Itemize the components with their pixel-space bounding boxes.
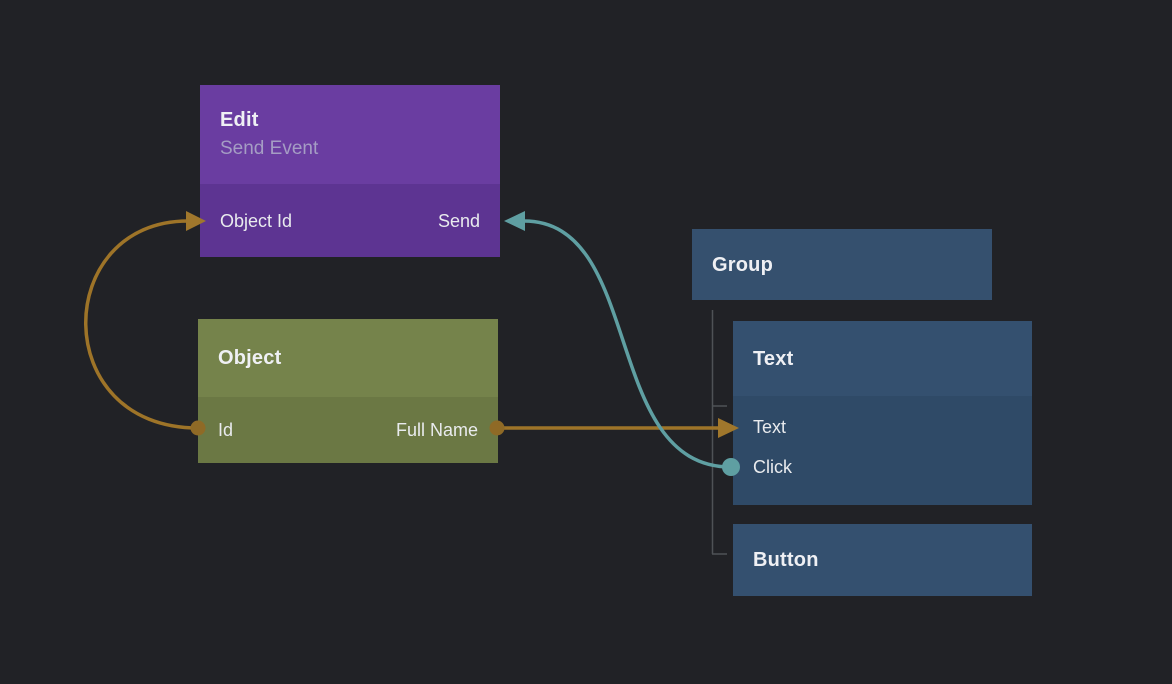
port-full-name[interactable]: Full Name	[395, 420, 478, 440]
node-edit-ports: Object Id Send	[200, 184, 500, 257]
node-text-title: Text	[753, 347, 794, 370]
port-object-id[interactable]: Object Id	[220, 210, 293, 231]
node-edit[interactable]: Edit Send Event Object Id Send	[200, 85, 500, 257]
node-object-title: Object	[218, 347, 282, 369]
node-edit-title: Edit	[220, 109, 259, 131]
node-object-ports: Id Full Name	[198, 397, 498, 463]
port-text[interactable]: Text	[753, 417, 787, 437]
node-text-ports: Text Click	[733, 396, 1032, 505]
node-edit-header[interactable]: Edit Send Event	[200, 85, 500, 184]
node-edit-subtitle: Send Event	[220, 138, 319, 159]
node-group-title: Group	[712, 253, 773, 276]
node-button[interactable]: Button	[733, 524, 1032, 596]
node-text-header[interactable]: Text	[733, 321, 1032, 396]
node-object[interactable]: Object Id Full Name	[198, 319, 498, 463]
node-object-header[interactable]: Object	[198, 319, 498, 397]
node-text[interactable]: Text Text Click	[733, 321, 1032, 505]
port-send[interactable]: Send	[437, 210, 480, 231]
connection-id-to-object-id[interactable]	[84, 219, 199, 430]
port-click[interactable]: Click	[753, 457, 792, 477]
node-button-title: Button	[753, 549, 819, 571]
arrowhead-send-icon	[504, 211, 525, 231]
port-id[interactable]: Id	[218, 420, 234, 440]
node-group[interactable]: Group	[692, 229, 992, 300]
